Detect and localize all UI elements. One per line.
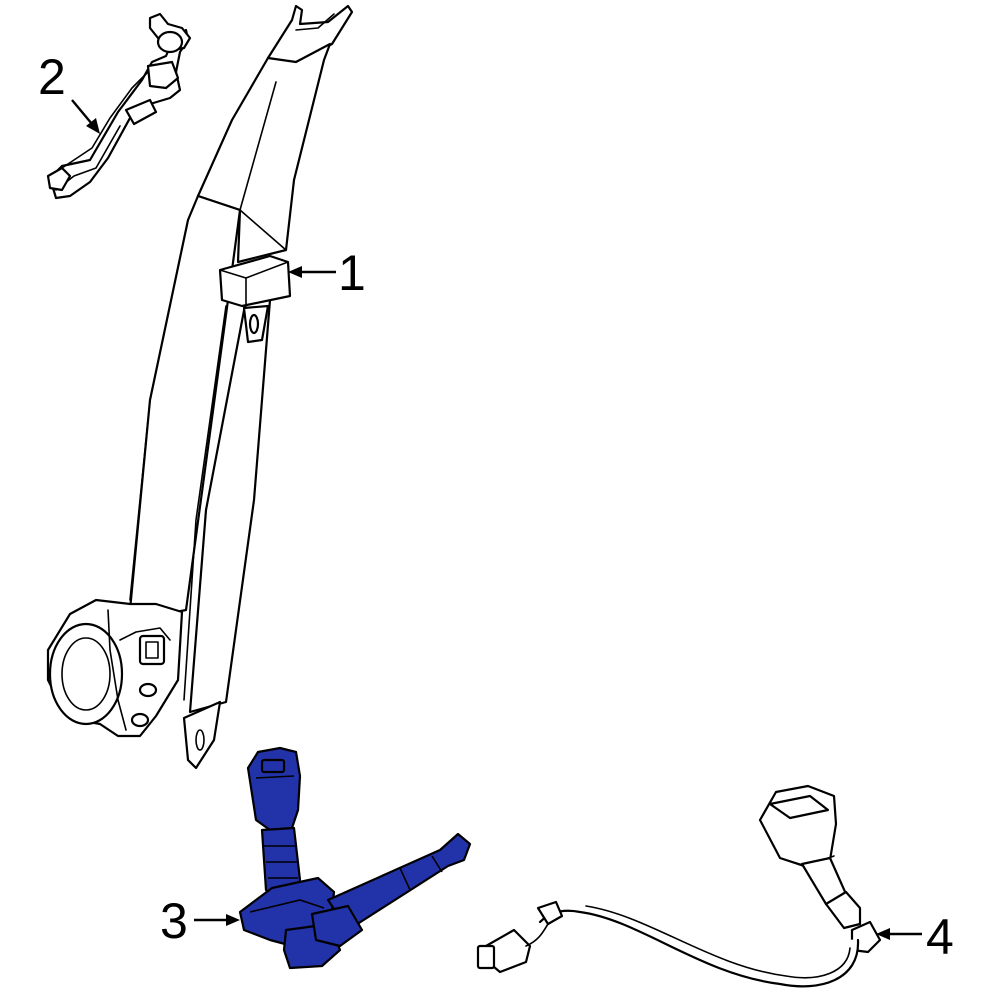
callout-label-3: 3 [160,893,188,949]
seat-belt-assembly-part[interactable] [46,4,354,770]
wired-buckle-part[interactable] [476,784,882,988]
arrow-head-1 [288,266,302,278]
callout-1: 1 [288,245,366,301]
callout-4: 4 [876,909,954,965]
height-adjuster-part[interactable] [46,12,192,200]
callout-3: 3 [160,893,240,949]
arrow-head-4 [876,928,890,940]
highlighted-buckle-part[interactable] [238,746,472,970]
leader-line-2 [71,99,93,125]
callout-label-2: 2 [38,49,66,105]
callout-2: 2 [38,49,100,134]
arrow-head-2 [86,118,100,134]
callout-label-1: 1 [338,245,366,301]
callout-label-4: 4 [926,909,954,965]
arrow-head-3 [226,914,240,926]
